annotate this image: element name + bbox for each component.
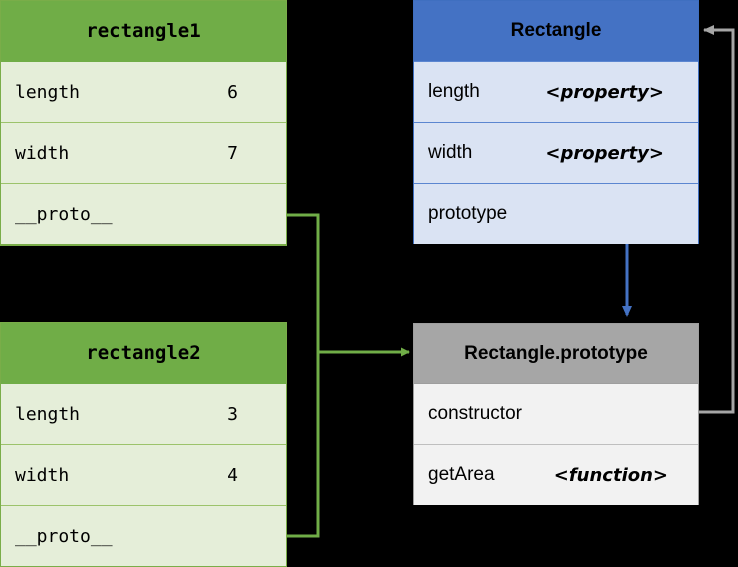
table-row: constructor (414, 383, 698, 444)
box-rectangle2: rectangle2 length 3 width 4 __proto__ (0, 322, 287, 567)
table-row: length 3 (1, 384, 286, 445)
rectangle-row-length-value: <property> (545, 81, 664, 103)
table-row: length <property> (414, 61, 698, 122)
rectangle1-title: rectangle1 (1, 1, 286, 62)
rectangle1-row-length-key: length (15, 81, 81, 103)
prototype-row-constructor-key: constructor (428, 403, 522, 424)
table-row: length 6 (1, 62, 286, 123)
rectangle2-row-proto-key: __proto__ (15, 525, 113, 547)
box-rectangle1: rectangle1 length 6 width 7 __proto__ (0, 0, 287, 246)
table-row: getArea <function> (414, 444, 698, 505)
table-row: __proto__ (1, 184, 286, 245)
rectangle1-row-proto-key: __proto__ (15, 203, 113, 225)
prototype-row-getarea-value: <function> (553, 464, 668, 486)
table-row: width 4 (1, 445, 286, 506)
rectangle-row-width-key: width (428, 142, 473, 163)
rectangle-row-prototype-key: prototype (428, 203, 508, 224)
rectangle2-row-width-value: 4 (227, 464, 238, 486)
rectangle2-row-length-value: 3 (227, 403, 238, 425)
box-rectangle-prototype: Rectangle.prototype constructor getArea … (413, 323, 699, 505)
rectangle1-row-width-value: 7 (227, 142, 238, 164)
table-row: width 7 (1, 123, 286, 184)
rectangle2-row-length-key: length (15, 403, 81, 425)
rectangle1-row-width-key: width (15, 142, 70, 164)
rectangle-row-width-value: <property> (545, 142, 664, 164)
rectangle-prototype-title: Rectangle.prototype (414, 324, 698, 383)
table-row: prototype (414, 183, 698, 244)
box-rectangle-constructor: Rectangle length <property> width <prope… (413, 0, 699, 244)
rectangle-row-length-key: length (428, 81, 480, 102)
rectangle-constructor-title: Rectangle (414, 1, 698, 61)
prototype-row-getarea-key: getArea (428, 464, 495, 485)
rectangle2-row-width-key: width (15, 464, 70, 486)
rectangle1-row-length-value: 6 (227, 81, 238, 103)
table-row: __proto__ (1, 506, 286, 567)
rectangle2-title: rectangle2 (1, 323, 286, 384)
table-row: width <property> (414, 122, 698, 183)
